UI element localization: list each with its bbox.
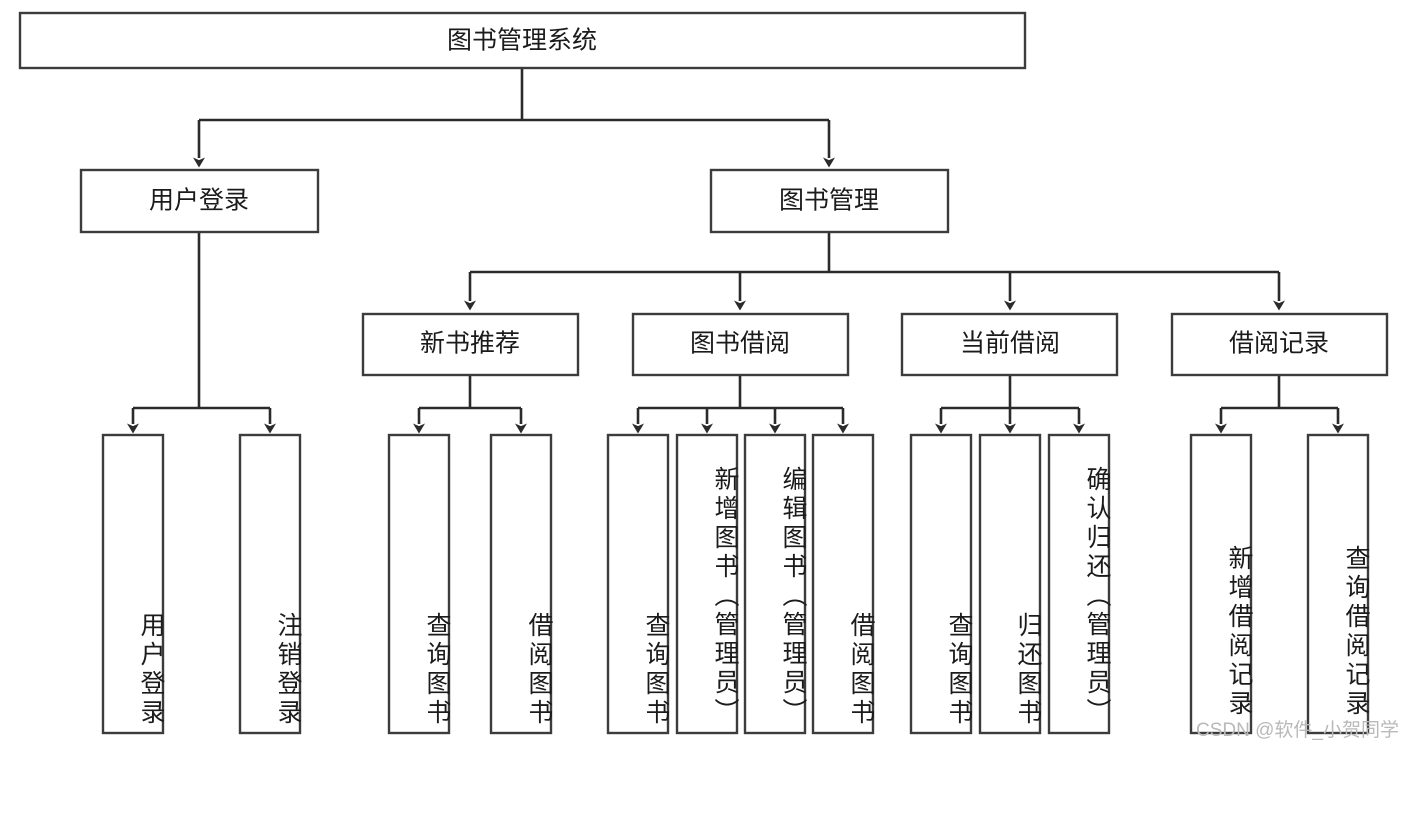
node-current-borrow[interactable]: 当前借阅 xyxy=(900,312,1119,377)
node-borrow-record[interactable]: 借阅记录 xyxy=(1170,312,1389,377)
node-book-borrow-label: 图书借阅 xyxy=(690,330,790,358)
leaf-boxes xyxy=(101,433,1370,735)
node-leaf-add-record[interactable] xyxy=(1189,433,1253,735)
org-chart-svg: 图书管理系统 用户登录 图书管理 新书推荐 图书借阅 当前借阅 借阅记录 xyxy=(18,11,1389,735)
diagram-canvas-container: 图书管理系统 用户登录 图书管理 新书推荐 图书借阅 当前借阅 借阅记录 xyxy=(18,11,1399,741)
connector-bookborrow-to-leaves xyxy=(632,375,849,434)
node-leaf-query-book-3[interactable] xyxy=(909,433,973,735)
node-book-manage-label: 图书管理 xyxy=(779,187,879,215)
node-leaf-logout-login[interactable] xyxy=(238,433,302,735)
node-leaf-query-book-1[interactable] xyxy=(387,433,451,735)
csdn-watermark: CSDN @软件_小贺同学 xyxy=(1196,720,1399,741)
node-borrow-record-label: 借阅记录 xyxy=(1229,330,1329,358)
node-leaf-borrow-book-1[interactable] xyxy=(489,433,553,735)
connector-newbook-to-leaves xyxy=(413,375,527,434)
node-root[interactable]: 图书管理系统 xyxy=(18,11,1027,70)
node-leaf-query-record[interactable] xyxy=(1306,433,1370,735)
connector-borrowrecord-to-leaves xyxy=(1215,375,1344,434)
node-book-manage[interactable]: 图书管理 xyxy=(709,168,950,234)
node-user-login-label: 用户登录 xyxy=(149,187,249,215)
node-user-login[interactable]: 用户登录 xyxy=(79,168,320,234)
node-leaf-query-book-2[interactable] xyxy=(606,433,670,735)
node-leaf-borrow-book-2[interactable] xyxy=(811,433,875,735)
node-book-borrow[interactable]: 图书借阅 xyxy=(631,312,850,377)
connector-userlogin-to-leaves xyxy=(127,232,276,434)
node-leaf-user-login[interactable] xyxy=(101,433,165,735)
node-leaf-return-book[interactable] xyxy=(978,433,1042,735)
node-leaf-add-book[interactable] xyxy=(675,433,739,735)
connector-currentborrow-to-leaves xyxy=(935,375,1085,434)
connector-root-to-level2 xyxy=(193,68,835,168)
node-leaf-confirm-return[interactable] xyxy=(1047,433,1111,735)
connector-bookmanage-to-level3 xyxy=(464,232,1285,311)
node-new-book-recommend[interactable]: 新书推荐 xyxy=(361,312,580,377)
node-leaf-edit-book[interactable] xyxy=(743,433,807,735)
node-current-borrow-label: 当前借阅 xyxy=(960,330,1060,358)
node-new-book-recommend-label: 新书推荐 xyxy=(420,330,520,358)
node-root-label: 图书管理系统 xyxy=(447,27,597,55)
